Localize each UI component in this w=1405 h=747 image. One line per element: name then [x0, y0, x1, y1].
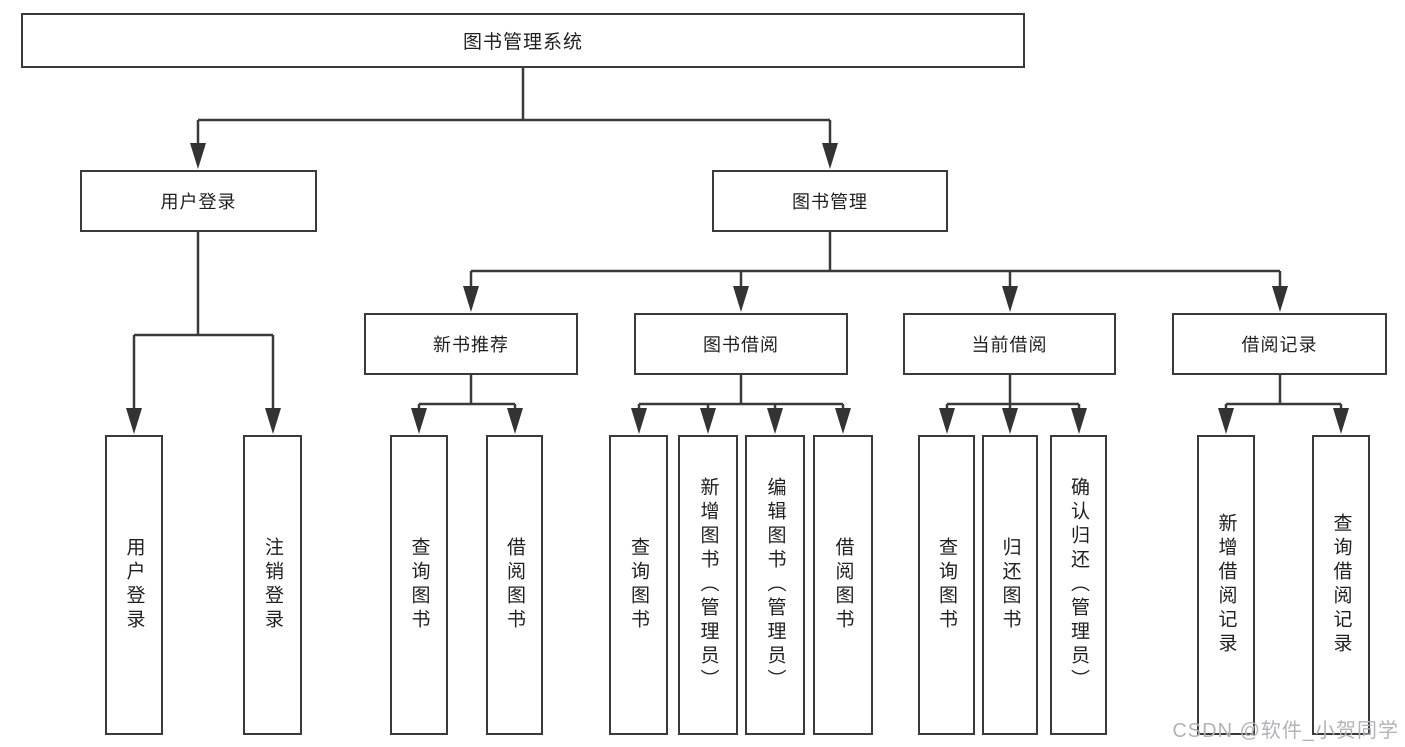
node-label: 借阅图书 [832, 537, 854, 633]
node-label: 确认归还（管理员） [1068, 477, 1089, 693]
leaf-current-confirm-return-admin: 确认归还（管理员） [1050, 435, 1107, 735]
leaf-records-add-borrow-record: 新增借阅记录 [1197, 435, 1255, 735]
leaf-current-return-books: 归还图书 [982, 435, 1038, 735]
arrowheads [126, 143, 1349, 434]
node-label: 编辑图书（管理员） [764, 477, 786, 693]
node-book-management: 图书管理 [712, 170, 948, 232]
node-label: 查询借阅记录 [1330, 513, 1352, 657]
node-label: 图书管理系统 [462, 32, 583, 53]
node-label: 图书借阅 [703, 335, 779, 355]
leaf-borrowing-add-books-admin: 新增图书（管理员） [678, 435, 738, 735]
node-book-borrowing: 图书借阅 [634, 313, 848, 375]
leaf-recommend-query-books: 查询图书 [390, 435, 448, 735]
node-label: 查询图书 [628, 537, 649, 633]
node-current-borrowing: 当前借阅 [903, 313, 1116, 375]
node-label: 用户登录 [123, 537, 145, 633]
leaf-recommend-borrow-books: 借阅图书 [486, 435, 543, 735]
node-user-login: 用户登录 [80, 170, 317, 232]
leaf-borrowing-query-books: 查询图书 [609, 435, 668, 735]
leaf-current-query-books: 查询图书 [918, 435, 975, 735]
node-label: 图书管理 [792, 192, 868, 212]
node-label: 新书推荐 [433, 335, 509, 355]
node-new-book-recommend: 新书推荐 [364, 313, 578, 375]
node-label: 新增借阅记录 [1215, 513, 1237, 657]
leaf-records-query-borrow-record: 查询借阅记录 [1312, 435, 1370, 735]
node-label: 用户登录 [160, 192, 237, 212]
leaf-user-login: 用户登录 [105, 435, 163, 735]
leaf-borrowing-edit-books-admin: 编辑图书（管理员） [745, 435, 805, 735]
leaf-borrowing-borrow-books: 借阅图书 [813, 435, 873, 735]
node-label: 借阅图书 [504, 537, 525, 633]
node-borrow-records: 借阅记录 [1172, 313, 1387, 375]
node-library-management-system: 图书管理系统 [21, 13, 1025, 68]
node-label: 查询图书 [408, 537, 430, 633]
node-label: 查询图书 [936, 537, 957, 633]
node-label: 新增图书（管理员） [697, 477, 719, 693]
node-label: 注销登录 [262, 537, 283, 633]
node-label: 借阅记录 [1241, 335, 1318, 355]
node-label: 当前借阅 [971, 335, 1048, 355]
node-label: 归还图书 [999, 537, 1021, 633]
leaf-logout: 注销登录 [243, 435, 302, 735]
